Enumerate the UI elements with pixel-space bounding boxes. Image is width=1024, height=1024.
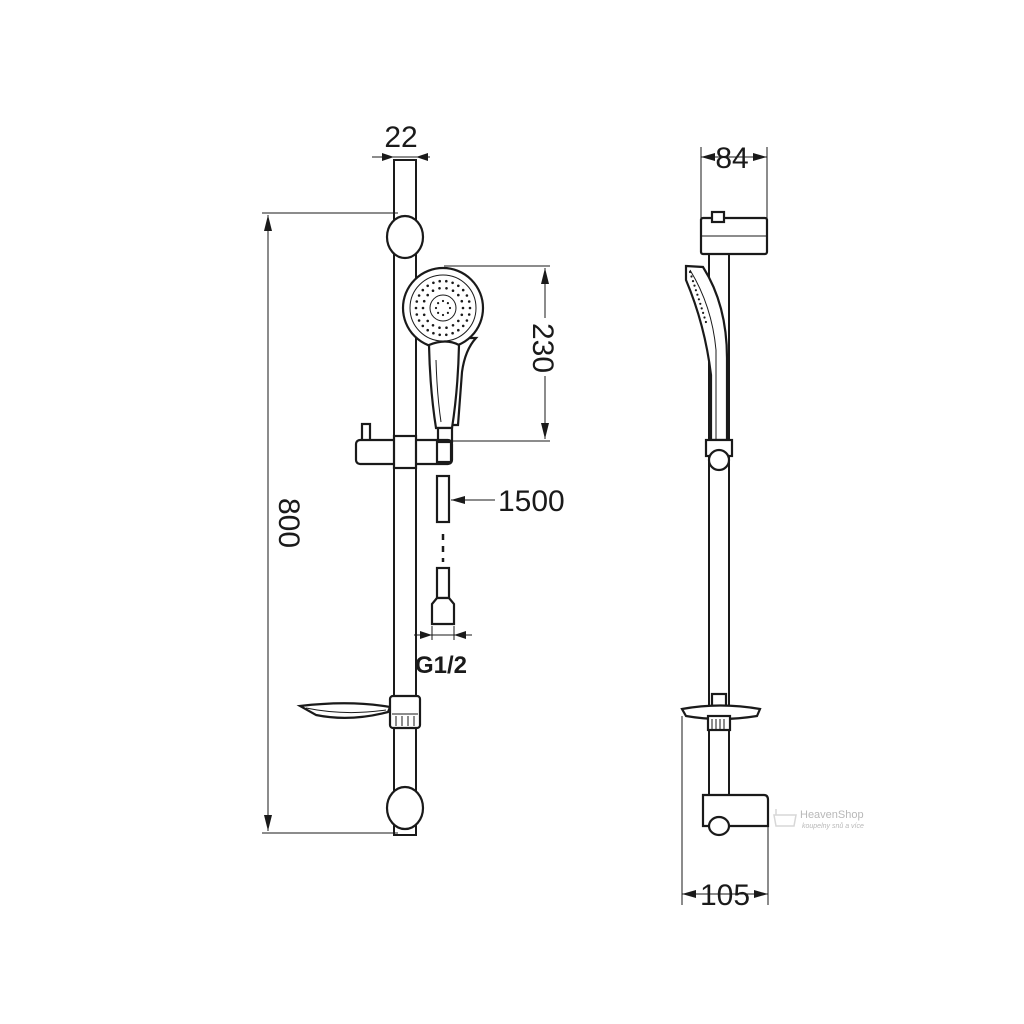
front-hose-lower — [430, 566, 456, 626]
nozzle-dot — [699, 302, 702, 305]
nozzle-dot — [468, 306, 472, 310]
nozzle-dot — [460, 313, 464, 317]
bathtub-icon — [773, 809, 797, 827]
nozzle-dot — [438, 287, 441, 290]
dim-105-label: 105 — [700, 879, 750, 912]
nozzle-dot — [461, 288, 465, 292]
side-head-nozzles — [688, 270, 708, 324]
nozzle-dot — [688, 270, 692, 274]
nozzle-dot — [461, 306, 465, 310]
dim-1500: 1500 — [451, 485, 565, 518]
nozzle-dot — [417, 294, 421, 297]
nozzle-dot — [693, 284, 696, 287]
dim-84: 84 — [700, 142, 768, 218]
nozzle-dot — [704, 320, 708, 324]
nozzle-dot — [690, 275, 693, 278]
dim-g12-label: G1/2 — [415, 652, 467, 679]
nozzle-dot — [437, 311, 440, 314]
nozzle-dot — [441, 299, 445, 303]
nozzle-dot — [421, 324, 425, 328]
dim-22: 22 — [372, 121, 430, 161]
nozzle-dot — [422, 313, 426, 317]
nozzle-dot — [694, 289, 698, 292]
watermark-brand: HeavenShop — [800, 809, 864, 821]
front-top-bracket — [385, 214, 425, 260]
nozzle-dot — [700, 307, 703, 310]
nozzle-dot — [431, 324, 435, 327]
nozzle-dot — [445, 279, 448, 283]
nozzle-dot — [421, 288, 425, 292]
nozzle-dot — [434, 306, 438, 310]
nozzle-dot — [445, 287, 448, 290]
dim-230: 230 — [444, 265, 559, 442]
nozzle-dot — [457, 319, 460, 323]
nozzle-dot — [426, 328, 430, 332]
nozzle-dot — [448, 306, 452, 310]
nozzle-dot — [445, 326, 448, 330]
nozzle-dot — [451, 281, 454, 285]
nozzle-dot — [451, 324, 455, 327]
nozzle-dot — [445, 333, 448, 337]
front-head-nozzles — [414, 279, 472, 337]
nozzle-dot — [697, 298, 701, 301]
nozzle-dot — [421, 306, 425, 310]
side-slider-holder — [704, 438, 734, 472]
dim-105: 105 — [681, 716, 769, 912]
front-rail — [393, 159, 417, 836]
front-bottom-bracket — [385, 785, 425, 831]
nozzle-dot — [426, 319, 430, 323]
nozzle-dot — [446, 302, 449, 305]
nozzle-dot — [460, 299, 464, 303]
nozzle-dot — [451, 331, 454, 335]
dim-230-label: 230 — [526, 323, 559, 373]
side-bottom-bracket — [701, 793, 770, 837]
nozzle-dot — [415, 300, 419, 303]
nozzle-dot — [465, 294, 469, 297]
watermark: HeavenShop koupelny snů a více — [773, 809, 864, 830]
nozzle-dot — [422, 299, 426, 303]
nozzle-dot — [691, 280, 695, 283]
front-hose-upper — [435, 474, 451, 524]
nozzle-dot — [446, 311, 449, 314]
dim-22-label: 22 — [384, 121, 417, 154]
nozzle-dot — [417, 319, 421, 322]
nozzle-dot — [438, 279, 442, 283]
front-view: 22 800 230 1500 — [262, 121, 565, 836]
nozzle-dot — [431, 289, 435, 293]
side-soap-dish — [680, 692, 762, 732]
nozzle-dot — [457, 293, 460, 297]
nozzle-dot — [703, 316, 706, 319]
front-soap-dish — [296, 694, 422, 730]
nozzle-dot — [426, 293, 430, 297]
nozzle-dot — [438, 326, 441, 330]
side-view: 84 105 — [680, 142, 770, 912]
nozzle-dot — [465, 319, 469, 322]
dim-1500-label: 1500 — [498, 485, 565, 518]
nozzle-dot — [438, 333, 442, 337]
nozzle-dot — [437, 302, 440, 305]
nozzle-dot — [461, 324, 465, 328]
nozzle-dot — [426, 284, 430, 288]
dim-800: 800 — [262, 212, 398, 834]
dim-84-label: 84 — [715, 142, 748, 175]
nozzle-dot — [702, 311, 705, 314]
front-hand-shower — [401, 266, 485, 444]
nozzle-dot — [432, 331, 435, 335]
nozzle-dot — [441, 313, 445, 317]
dim-800-label: 800 — [272, 498, 305, 548]
nozzle-dot — [696, 293, 699, 296]
nozzle-dot — [467, 300, 471, 303]
watermark-tagline: koupelny snů a více — [802, 822, 864, 830]
nozzle-dot — [457, 328, 460, 332]
nozzle-dot — [451, 289, 455, 293]
nozzle-dot — [415, 313, 419, 316]
nozzle-dot — [414, 306, 418, 310]
front-slider-holder — [354, 422, 454, 470]
nozzle-dot — [457, 284, 460, 288]
side-top-bracket — [699, 210, 769, 256]
nozzle-dot — [467, 313, 471, 316]
nozzle-dot — [432, 281, 435, 285]
dim-g12: G1/2 — [414, 626, 472, 679]
